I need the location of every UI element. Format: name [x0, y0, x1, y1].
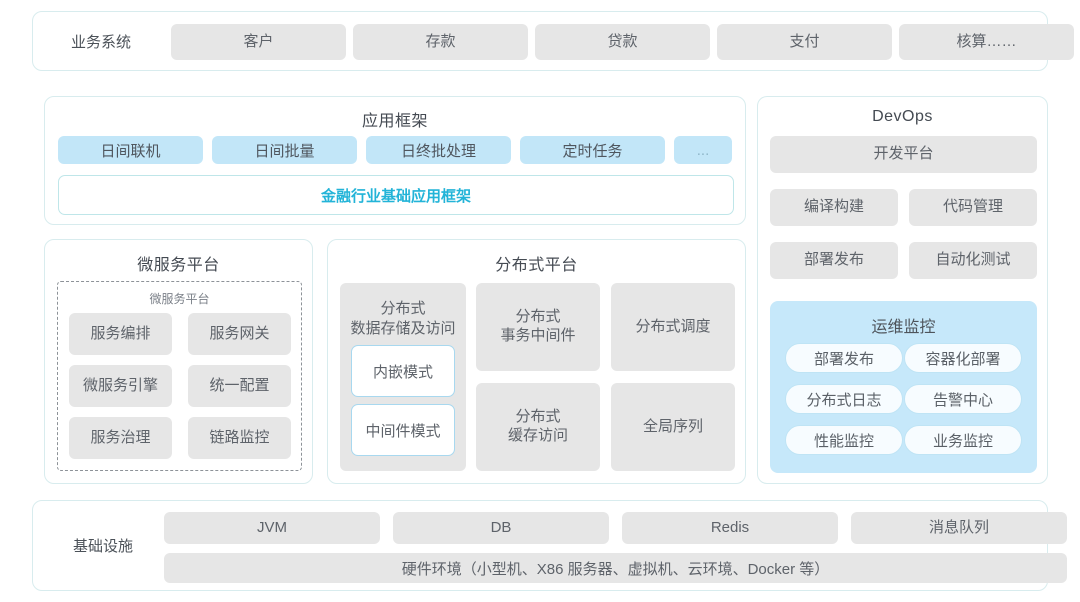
ops-monitor-item-2[interactable]: 分布式日志	[785, 384, 903, 414]
ops-monitor-item-3[interactable]: 告警中心	[904, 384, 1022, 414]
app-framework-chip-3[interactable]: 定时任务	[520, 136, 665, 164]
microservice-platform-inner-title: 微服务平台	[149, 292, 210, 306]
infrastructure-item-2[interactable]: Redis	[622, 512, 838, 544]
distributed-box-2[interactable]: 分布式缓存访问	[476, 383, 600, 471]
distributed-box-2-line2: 缓存访问	[507, 427, 568, 444]
devops-title: DevOps	[872, 108, 933, 125]
distributed-box-1[interactable]: 分布式调度	[611, 283, 735, 371]
infrastructure-label: 基础设施	[72, 538, 133, 555]
devops-item-1[interactable]: 代码管理	[909, 189, 1037, 226]
infrastructure-item-0[interactable]: JVM	[164, 512, 380, 544]
microservice-platform-card: 微服务平台 微服务平台 服务编排 服务网关 微服务引擎 统一配置 服务治理 链路…	[44, 239, 313, 484]
ops-monitor-item-1[interactable]: 容器化部署	[904, 343, 1022, 373]
microservice-item-2[interactable]: 微服务引擎	[69, 365, 172, 407]
app-framework-chip-1[interactable]: 日间批量	[212, 136, 357, 164]
devops-platform-box[interactable]: 开发平台	[770, 136, 1037, 173]
business-system-label: 业务系统	[70, 33, 131, 51]
devops-item-3[interactable]: 自动化测试	[909, 242, 1037, 279]
business-system-item-0[interactable]: 客户	[171, 24, 346, 60]
ops-monitor-item-5[interactable]: 业务监控	[904, 425, 1022, 455]
infrastructure-card: 基础设施 JVM DB Redis 消息队列 硬件环境（小型机、X86 服务器、…	[32, 500, 1067, 591]
app-framework-chip-0[interactable]: 日间联机	[58, 136, 203, 164]
distributed-box-0[interactable]: 分布式事务中间件	[476, 283, 600, 371]
distributed-storage-title-line2: 数据存储及访问	[350, 319, 456, 337]
distributed-box-0-line1: 分布式	[515, 308, 561, 326]
devops-item-0[interactable]: 编译构建	[770, 189, 898, 226]
devops-item-2[interactable]: 部署发布	[770, 242, 898, 279]
distributed-storage-mode-1[interactable]: 中间件模式	[351, 404, 455, 456]
distributed-platform-title: 分布式平台	[495, 257, 578, 274]
business-system-item-4[interactable]: 核算……	[899, 24, 1074, 60]
ops-monitor-panel: 运维监控 部署发布 容器化部署 分布式日志 告警中心 性能监控 业务监控	[770, 301, 1037, 473]
business-system-item-3[interactable]: 支付	[717, 24, 892, 60]
distributed-storage-title-line1: 分布式	[380, 300, 426, 317]
infrastructure-item-1[interactable]: DB	[393, 512, 609, 544]
business-system-item-2[interactable]: 贷款	[535, 24, 710, 60]
microservice-platform-inner-group: 微服务平台 服务编排 服务网关 微服务引擎 统一配置 服务治理 链路监控	[57, 281, 302, 471]
application-framework-title: 应用框架	[361, 113, 428, 130]
distributed-platform-card: 分布式平台 分布式 数据存储及访问 内嵌模式 中间件模式 分布式事务中间件 分布…	[327, 239, 746, 484]
devops-card: DevOps 开发平台 编译构建 代码管理 部署发布 自动化测试 运维监控 部署…	[757, 96, 1048, 484]
microservice-item-0[interactable]: 服务编排	[69, 313, 172, 355]
distributed-box-3[interactable]: 全局序列	[611, 383, 735, 471]
microservice-item-1[interactable]: 服务网关	[188, 313, 291, 355]
business-system-card: 业务系统 客户 存款 贷款 支付 核算……	[32, 11, 1074, 71]
ops-monitor-item-4[interactable]: 性能监控	[785, 425, 903, 455]
finance-base-framework-bar[interactable]: 金融行业基础应用框架	[58, 175, 734, 215]
distributed-storage-title: 分布式 数据存储及访问	[340, 299, 466, 338]
infrastructure-item-3[interactable]: 消息队列	[851, 512, 1067, 544]
distributed-box-2-line1: 分布式	[515, 408, 561, 426]
ops-monitor-item-0[interactable]: 部署发布	[785, 343, 903, 373]
microservice-platform-title: 微服务平台	[137, 257, 220, 274]
application-framework-card: 应用框架 日间联机 日间批量 日终批处理 定时任务 ... 金融行业基础应用框架	[44, 96, 746, 225]
distributed-box-0-line2: 事务中间件	[500, 327, 576, 344]
microservice-item-5[interactable]: 链路监控	[188, 417, 291, 459]
distributed-storage-mode-0[interactable]: 内嵌模式	[351, 345, 455, 397]
microservice-item-4[interactable]: 服务治理	[69, 417, 172, 459]
ops-monitor-title: 运维监控	[871, 319, 936, 336]
app-framework-chip-more[interactable]: ...	[674, 136, 732, 164]
business-system-item-1[interactable]: 存款	[353, 24, 528, 60]
microservice-item-3[interactable]: 统一配置	[188, 365, 291, 407]
distributed-storage-group: 分布式 数据存储及访问 内嵌模式 中间件模式	[340, 283, 466, 471]
app-framework-chip-2[interactable]: 日终批处理	[366, 136, 511, 164]
infrastructure-hardware-bar[interactable]: 硬件环境（小型机、X86 服务器、虚拟机、云环境、Docker 等）	[164, 553, 1067, 583]
